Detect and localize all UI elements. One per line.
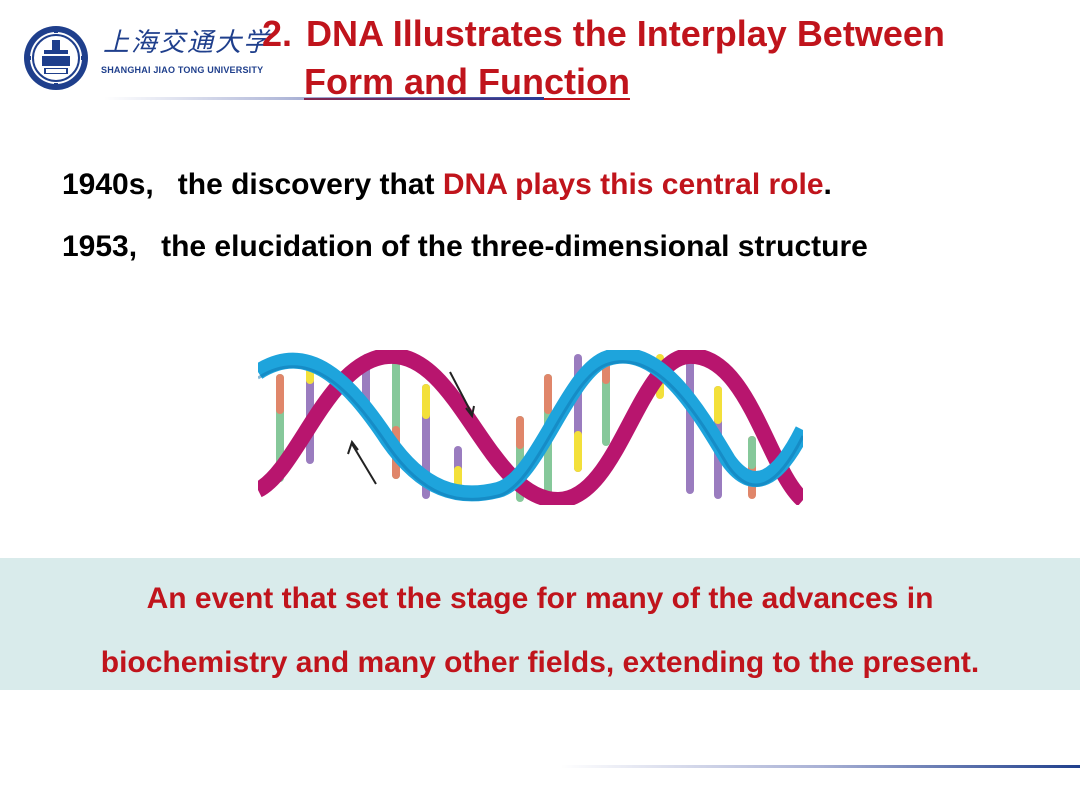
title-number: 2. bbox=[262, 13, 293, 54]
banner-text-line-1: An event that set the stage for many of … bbox=[146, 582, 934, 615]
banner-text-line-2: biochemistry and many other fields, exte… bbox=[100, 646, 980, 679]
bullet-year: 1940s, bbox=[62, 168, 154, 201]
title-line-2: Form and Function bbox=[304, 61, 630, 102]
bullet-text: the discovery that bbox=[177, 168, 435, 201]
bullet-text: the elucidation of the three-dimensional… bbox=[161, 230, 868, 263]
bullet-year: 1953, bbox=[62, 230, 138, 263]
dna-double-helix-illustration bbox=[258, 350, 803, 505]
university-name-english: SHANGHAI JIAO TONG UNIVERSITY bbox=[101, 65, 264, 76]
bullet-1953: 1953, the elucidation of the three-dimens… bbox=[62, 230, 868, 264]
university-name-chinese: 上海交通大学 bbox=[103, 28, 272, 58]
footer-divider bbox=[560, 765, 1080, 768]
bullet-period: . bbox=[823, 168, 832, 201]
highlight-banner bbox=[0, 558, 1080, 690]
bullet-1940s: 1940s, the discovery that DNA plays this … bbox=[62, 168, 832, 202]
bullet-highlight: DNA plays this central role bbox=[442, 168, 824, 201]
header-divider bbox=[104, 97, 544, 100]
title-line-1: DNA Illustrates the Interplay Between bbox=[306, 13, 945, 54]
slide-title: 2. DNA Illustrates the Interplay Between bbox=[262, 12, 945, 56]
university-seal-icon bbox=[24, 26, 88, 90]
